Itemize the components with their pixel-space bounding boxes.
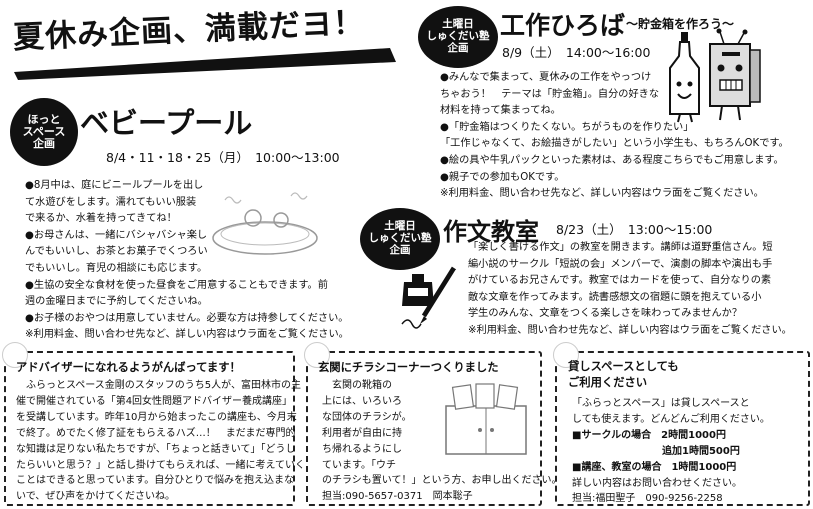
baby-pool-title: ベビープール xyxy=(80,106,253,140)
flyer-box-tab xyxy=(304,342,330,368)
rental-title-line2: ご利用ください xyxy=(568,376,648,389)
flyer-body: 玄関の靴箱の 上には、いろいろ な団体のチラシが。 利用者が自由に持 ち帰れるよ… xyxy=(322,380,562,503)
ink-pen-icon xyxy=(401,266,457,329)
rental-body: 「ふらっとスペース」は貸しスペースと しても使えます。どんどんご利用ください。 … xyxy=(572,398,770,505)
craft-badge: 土曜日 しゅくだい塾 企画 xyxy=(418,6,498,68)
pool-illustration xyxy=(212,192,318,255)
advisor-body: ふらっとスペース金剛のスタッフのうち5人が、富田林市の主 催で開催されている「第… xyxy=(16,380,305,503)
baby-pool-body: ●8月中は、庭にビニールプールを出し て水遊びをします。濡れてもいい服装 で来る… xyxy=(25,180,349,341)
craft-schedule: 8/9（土） 14:00～16:00 xyxy=(502,45,651,60)
rental-box xyxy=(555,351,810,506)
advisor-box xyxy=(4,351,295,506)
essay-badge: 土曜日 しゅくだい塾 企画 xyxy=(360,208,440,270)
baby-pool-schedule: 8/4・11・18・25（月） 10:00～13:00 xyxy=(106,150,340,165)
craft-title: 工作ひろば xyxy=(500,11,626,40)
rental-title-line1: 貸しスペースとしても xyxy=(568,360,679,373)
essay-body: 「楽しく書ける作文」の教室を開きます。講師は道野重信さん。短 編小説のサークル「… xyxy=(468,242,792,336)
piggy-bank-characters-illustration xyxy=(669,28,761,123)
header-underline xyxy=(14,48,396,80)
advisor-box-tab xyxy=(2,342,28,368)
shoe-rack-illustration xyxy=(445,383,527,455)
flyer-title: 玄関にチラシコーナーつくりました xyxy=(318,361,499,374)
craft-body: ●みんなで集まって、夏休みの工作をやっつけ ちゃおう！ テーマは「貯金箱」。自分… xyxy=(440,72,789,200)
craft-subtitle: ～貯金箱を作ろう～ xyxy=(626,17,735,31)
essay-title: 作文教室 xyxy=(443,218,539,246)
advisor-title: アドバイザーになれるようがんばってます！ xyxy=(16,361,241,374)
essay-schedule: 8/23（土） 13:00～15:00 xyxy=(556,222,713,237)
hotto-space-badge: ほっと スペース 企画 xyxy=(10,98,78,166)
rental-box-tab xyxy=(553,342,579,368)
